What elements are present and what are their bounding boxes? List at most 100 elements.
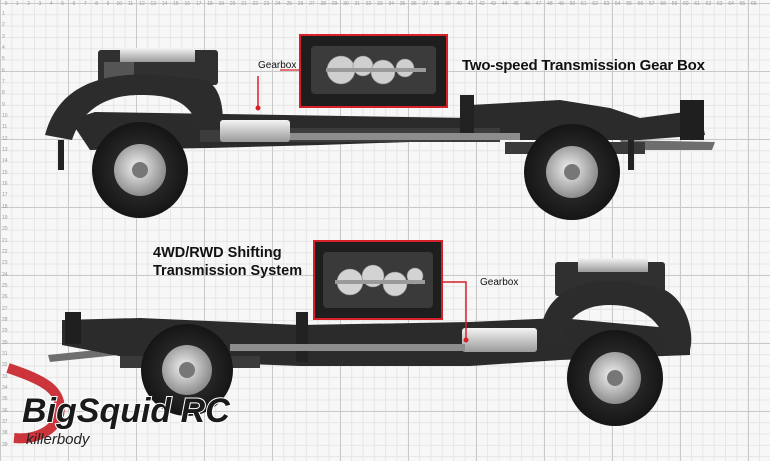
top-gearbox-callout: Gearbox [258, 60, 297, 71]
ruler-tick: 36 [411, 1, 417, 7]
ruler-tick: 28 [320, 1, 327, 7]
ruler-tick: 10 [2, 112, 8, 119]
ruler-tick: 17 [195, 1, 202, 7]
ruler-tick: 25 [2, 282, 8, 289]
ruler-tick: 53 [603, 1, 610, 7]
ruler-tick: 12 [2, 135, 8, 142]
ruler-tick: 5 [2, 56, 5, 63]
ruler-tick: 2 [27, 1, 31, 7]
ruler-tick: 29 [2, 328, 8, 335]
ruler-tick: 32 [365, 1, 372, 7]
ruler-tick: 19 [218, 1, 225, 7]
ruler-tick: 6 [72, 1, 76, 7]
ruler-tick: 13 [150, 1, 157, 7]
ruler-tick: 28 [2, 316, 8, 323]
ruler-tick: 14 [2, 158, 8, 165]
ruler-tick: 45 [513, 1, 519, 7]
bottom-gearbox-inset [313, 240, 443, 320]
ruler-tick: 7 [83, 1, 87, 7]
ruler-tick: 36 [2, 407, 8, 414]
ruler-tick: 5 [61, 1, 65, 7]
ruler-tick: 3 [2, 33, 5, 40]
ruler-tick: 62 [705, 1, 712, 7]
ruler-tick: 2 [2, 22, 5, 29]
ruler-tick: 52 [592, 1, 598, 7]
ruler-tick: 30 [2, 339, 8, 346]
ruler-tick: 57 [649, 1, 655, 7]
ruler-tick: 65 [739, 1, 746, 7]
ruler-tick: 16 [2, 180, 8, 187]
ruler-tick: 20 [2, 226, 8, 233]
ruler-tick: 27 [309, 1, 315, 7]
ruler-tick: 4 [49, 1, 53, 7]
ruler-tick: 31 [354, 1, 360, 7]
ruler-tick: 18 [2, 203, 8, 210]
ruler-tick: 3 [38, 1, 42, 7]
ruler-tick: 26 [297, 1, 304, 7]
ruler-tick: 7 [2, 78, 5, 85]
ruler-tick: 34 [2, 384, 8, 391]
svg-text:killerbody: killerbody [26, 431, 91, 448]
ruler-tick: 37 [2, 418, 8, 425]
ruler-tick: 64 [728, 1, 734, 7]
ruler-tick: 18 [207, 1, 213, 7]
ruler-tick: 1 [15, 1, 19, 7]
ruler-tick: 47 [535, 1, 542, 7]
top-heading: Two-speed Transmission Gear Box [462, 57, 705, 74]
ruler-tick: 8 [2, 90, 5, 97]
ruler-tick: 22 [252, 1, 259, 7]
ruler-tick: 48 [547, 1, 553, 7]
ruler-tick: 56 [637, 1, 644, 7]
ruler-tick: 33 [377, 1, 383, 7]
ruler-tick: 17 [2, 192, 8, 199]
ruler-tick: 23 [263, 1, 270, 7]
ruler-tick: 24 [275, 1, 281, 7]
ruler-tick: 16 [184, 1, 191, 7]
ruler-tick: 13 [2, 146, 8, 153]
bigsquid-logo: BigSquid RC killerbody [4, 360, 254, 458]
ruler-tick: 15 [173, 1, 179, 7]
ruler-tick: 41 [467, 1, 474, 7]
ruler-tick: 6 [2, 67, 5, 74]
ruler-tick: 32 [2, 362, 8, 369]
top-chassis [45, 48, 715, 220]
ruler-tick: 39 [445, 1, 451, 7]
ruler-tick: 8 [95, 1, 99, 7]
ruler-tick: 20 [229, 1, 236, 7]
ruler-tick: 19 [2, 214, 8, 221]
svg-text:BigSquid RC: BigSquid RC [22, 392, 230, 430]
ruler-tick: 25 [286, 1, 293, 7]
ruler-tick: 39 [2, 441, 8, 448]
ruler-tick: 46 [524, 1, 530, 7]
ruler-tick: 54 [615, 1, 621, 7]
ruler-tick: 60 [683, 1, 689, 7]
ruler-tick: 21 [241, 1, 247, 7]
ruler-tick: 58 [660, 1, 666, 7]
ruler-tick: 12 [139, 1, 145, 7]
ruler-tick: 43 [490, 1, 496, 7]
ruler-tick: 9 [2, 101, 5, 108]
ruler-tick: 11 [2, 124, 8, 131]
ruler-tick: 44 [501, 1, 508, 7]
ruler-tick: 0 [4, 1, 8, 7]
ruler-tick: 29 [331, 1, 338, 7]
ruler-tick: 24 [2, 271, 8, 278]
ruler-tick: 1 [2, 11, 5, 17]
ruler-tick: 50 [569, 1, 576, 7]
ruler-tick: 38 [2, 430, 8, 437]
ruler-tick: 37 [422, 1, 428, 7]
ruler-tick: 61 [694, 1, 700, 7]
ruler-tick: 22 [2, 248, 8, 255]
ruler-tick: 33 [2, 373, 8, 380]
ruler-tick: 21 [2, 237, 8, 244]
ruler-tick: 11 [128, 1, 134, 7]
ruler-tick: 51 [581, 1, 587, 7]
ruler-tick: 55 [626, 1, 632, 7]
ruler-tick: 59 [671, 1, 678, 7]
ruler-tick: 35 [2, 396, 8, 403]
ruler-tick: 35 [399, 1, 406, 7]
ruler-tick: 4 [2, 44, 5, 51]
